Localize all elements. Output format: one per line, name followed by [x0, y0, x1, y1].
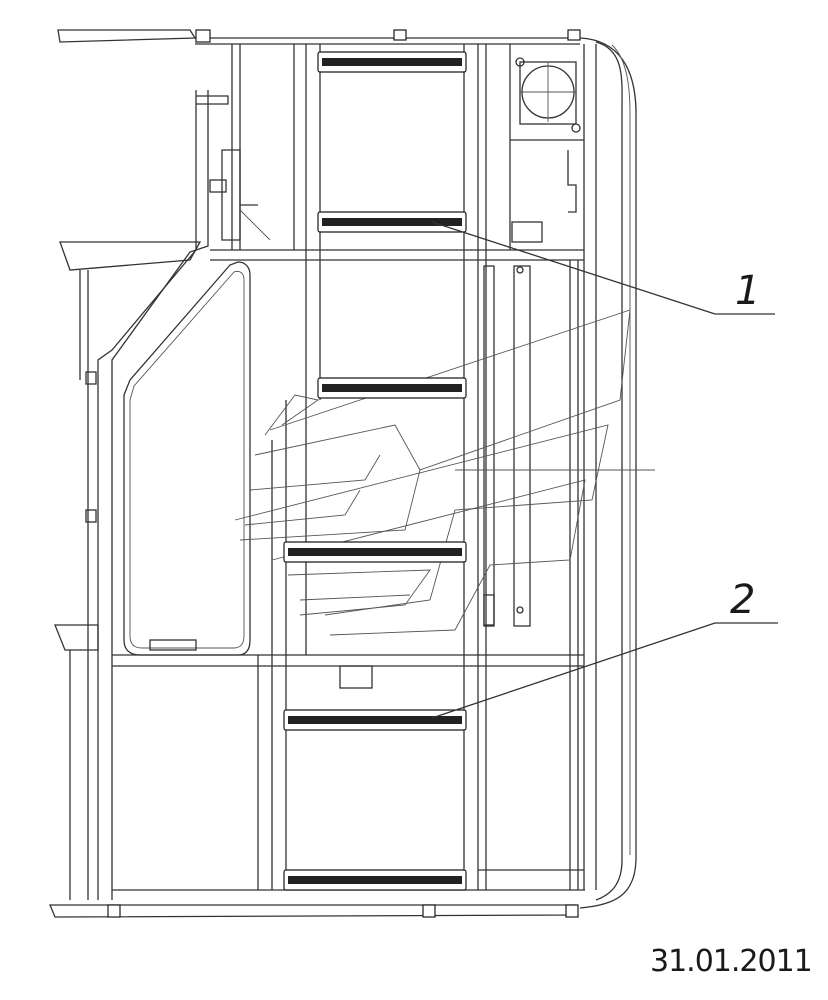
date-stamp: 31.01.2011	[650, 944, 813, 979]
floor-box	[339, 665, 373, 689]
left-panels	[54, 241, 202, 900]
top-rail	[57, 29, 581, 45]
right-members	[483, 265, 531, 627]
callout-2: 2	[431, 577, 778, 719]
cross-bars	[283, 51, 467, 891]
callout-2-label: 2	[730, 577, 755, 623]
rear-panel	[579, 37, 637, 909]
door-frame	[97, 90, 271, 900]
vertical-posts	[231, 44, 579, 890]
upper-right-cell	[511, 57, 581, 243]
horizontal-rails	[112, 139, 584, 871]
callout-1-label: 1	[735, 268, 760, 314]
callout-1: 1	[431, 221, 775, 315]
seat-outline	[234, 309, 655, 636]
bottom-rail	[49, 889, 585, 918]
